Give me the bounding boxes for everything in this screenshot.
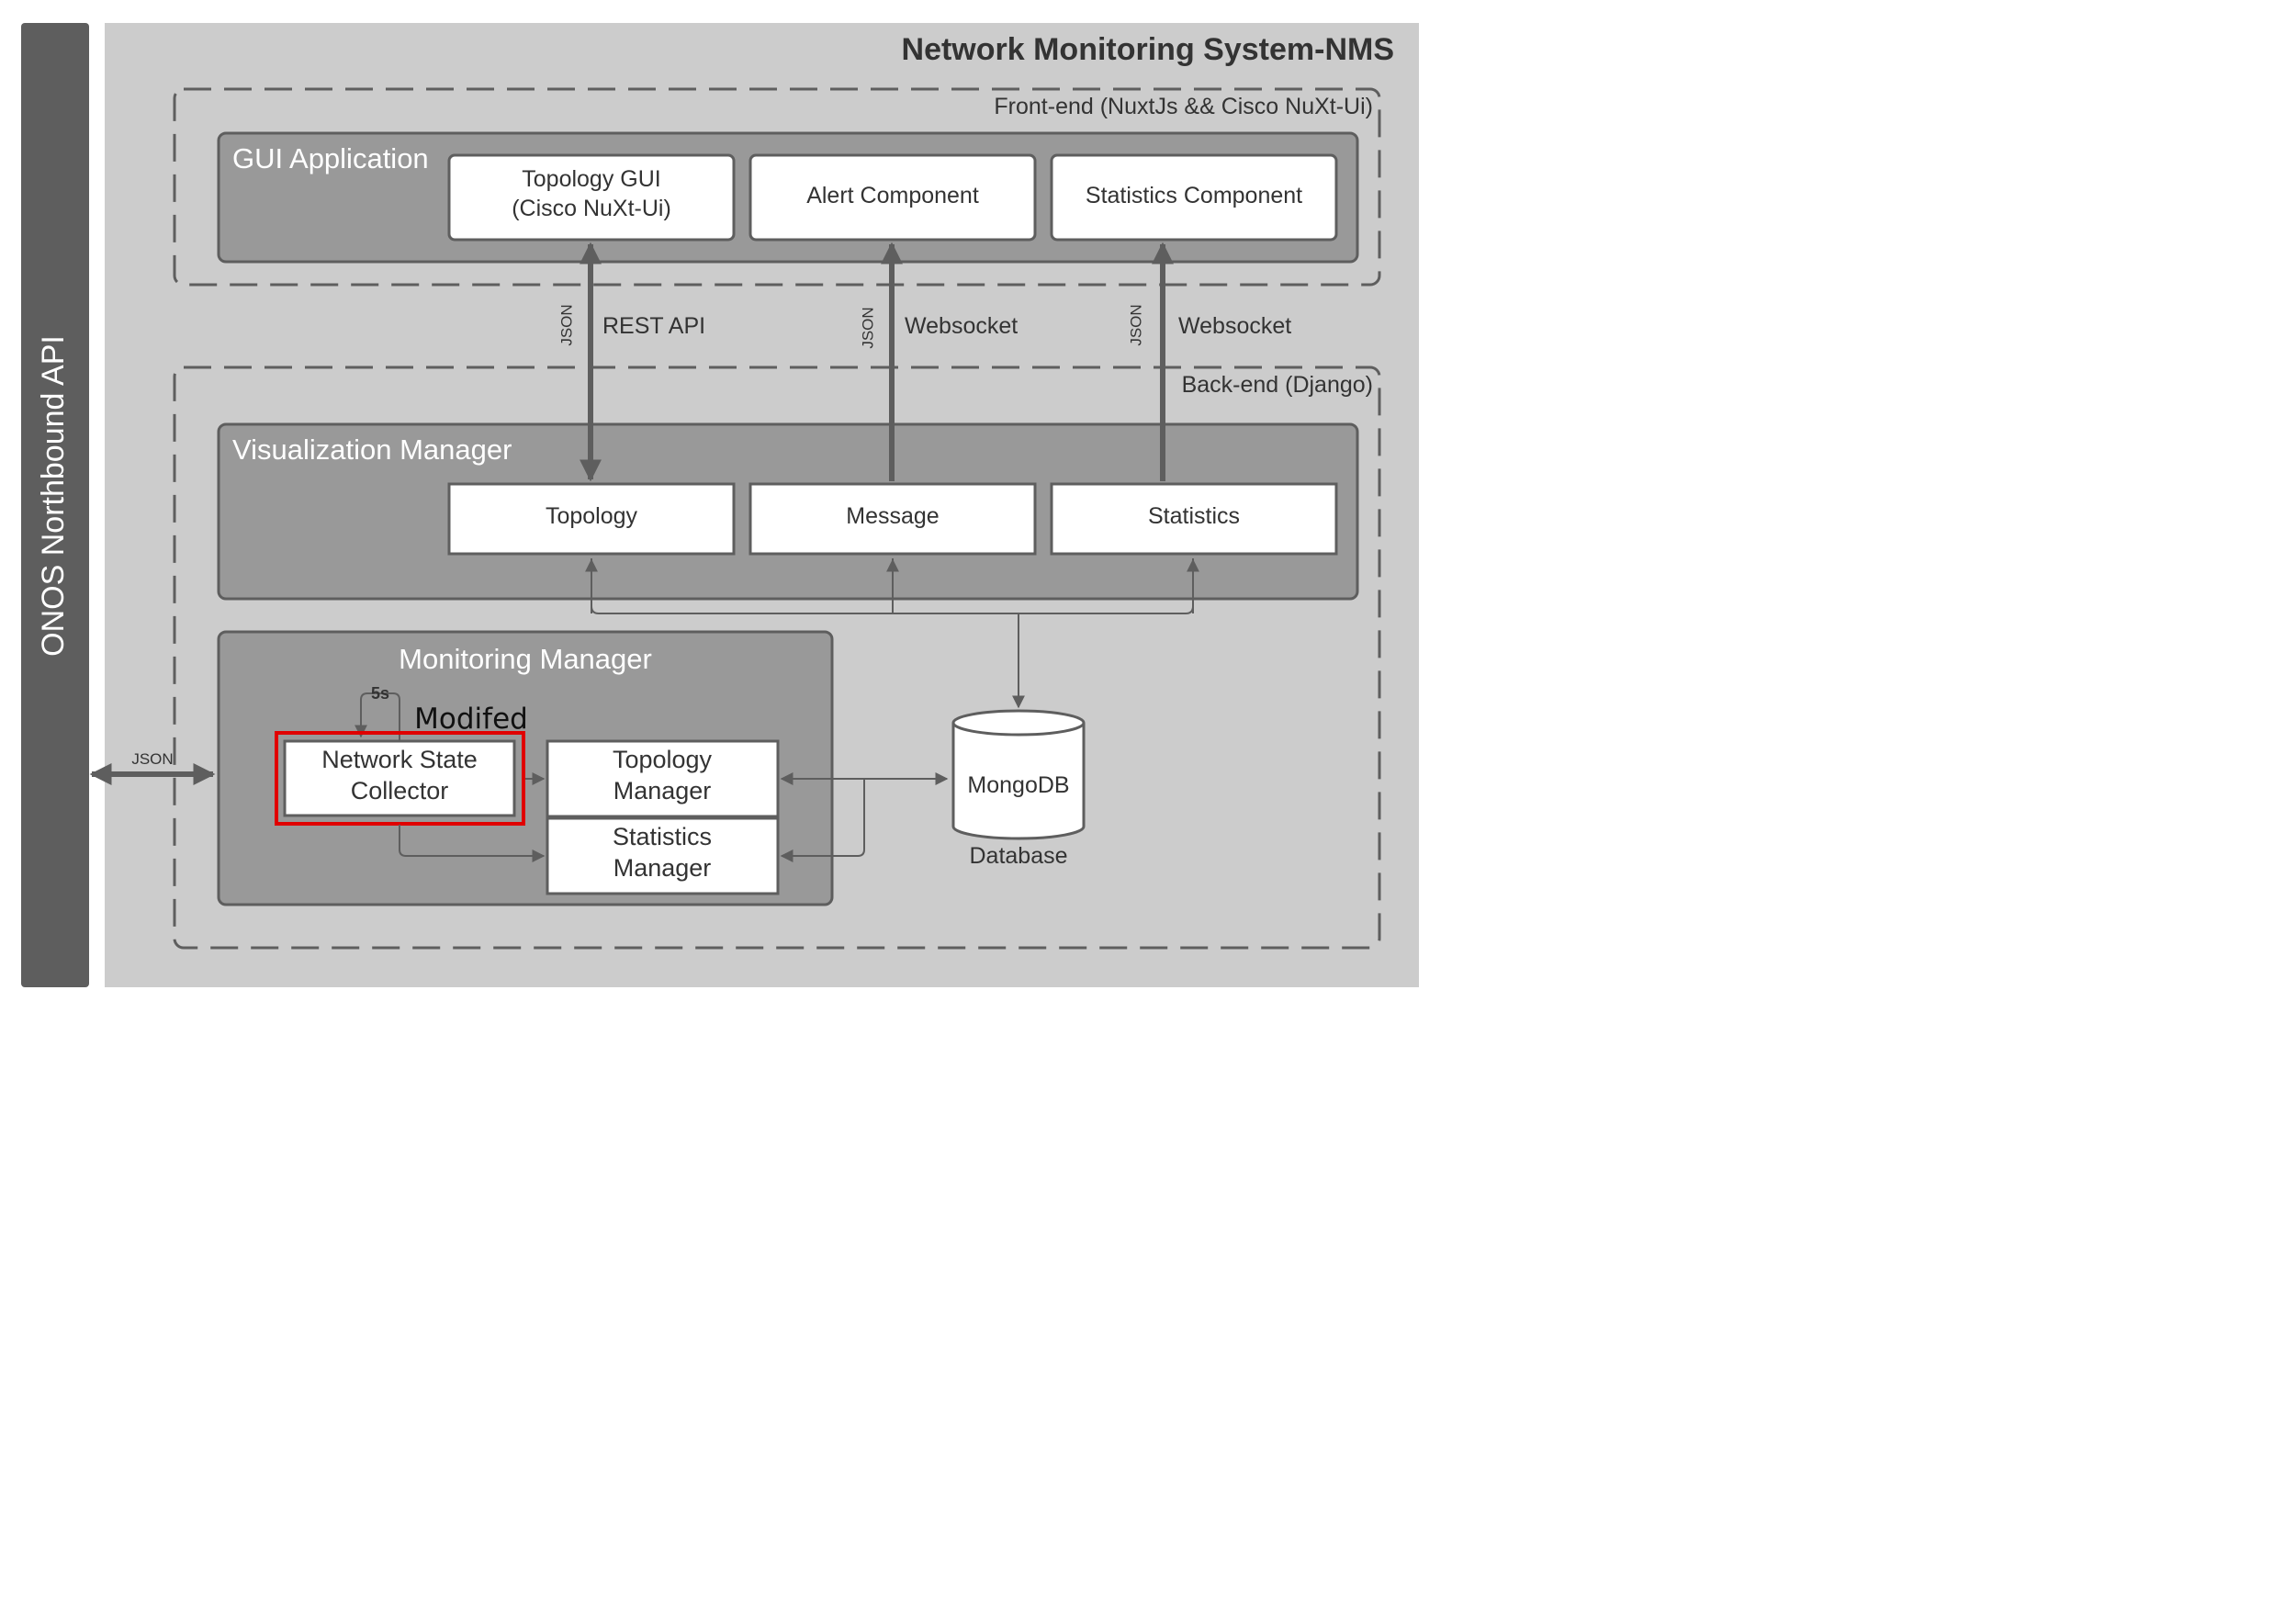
database-caption: Database [969, 843, 1067, 869]
modified-label: Modifed [414, 703, 528, 736]
collector-to-statistics-arrow [399, 825, 546, 862]
mongodb-cylinder-top [951, 709, 1086, 737]
topology-gui-box [447, 153, 736, 242]
frontend-label: Front-end (NuxtJs && Cisco NuXt-Ui) [994, 94, 1373, 119]
websocket-label-1: Websocket [905, 313, 1018, 339]
topology-manager-line1: Topology [613, 746, 713, 773]
visualization-manager-title: Visualization Manager [232, 433, 512, 466]
statistics-manager-line1: Statistics [613, 823, 712, 850]
statistics-manager-line2: Manager [613, 854, 712, 882]
onos-link-json-label: JSON [131, 750, 173, 768]
message-box [748, 482, 1037, 556]
backend-label: Back-end (Django) [1182, 372, 1373, 398]
topology-box [447, 482, 736, 556]
statistics-component-label: Statistics Component [1086, 183, 1302, 208]
onos-api-label: ONOS Northbound API [36, 335, 71, 657]
db-to-statistics-manager-arrow [780, 779, 865, 862]
websocket-label-2: Websocket [1178, 313, 1291, 339]
json-label-1: JSON [557, 304, 575, 345]
collector-line1: Network State [321, 746, 478, 773]
statistics-label: Statistics [1148, 503, 1240, 529]
monitoring-manager-title: Monitoring Manager [399, 643, 652, 675]
gui-application-title: GUI Application [232, 142, 429, 174]
loop-interval-label: 5s [371, 684, 389, 703]
statistics-manager-box [546, 816, 780, 895]
json-label-3: JSON [1127, 304, 1144, 345]
onos-api-bar [21, 23, 89, 987]
json-label-2: JSON [859, 307, 876, 348]
alert-component-label: Alert Component [806, 183, 979, 208]
alert-component-box [748, 153, 1037, 242]
topology-manager-box [546, 739, 780, 818]
topology-gui-line1: Topology GUI [522, 166, 660, 192]
architecture-diagram: ONOS Northbound API Network Monitoring S… [21, 23, 1419, 987]
topology-gui-line2: (Cisco NuXt-Ui) [512, 196, 671, 221]
modified-highlight-frame [275, 731, 525, 826]
mongodb-label: MongoDB [967, 772, 1069, 798]
collector-line2: Collector [351, 777, 449, 804]
topology-label: Topology [546, 503, 638, 529]
frontend-region [173, 87, 1381, 287]
statistics-component-box [1050, 153, 1338, 242]
topology-manager-line2: Manager [613, 777, 712, 804]
message-label: Message [846, 503, 939, 529]
network-state-collector-box [283, 739, 516, 817]
mongodb-cylinder-body [951, 723, 1086, 840]
backend-region [173, 366, 1381, 950]
rest-api-label: REST API [602, 313, 705, 339]
statistics-box [1050, 482, 1338, 556]
system-title: Network Monitoring System-NMS [902, 32, 1394, 67]
refresh-loop-arrow [355, 692, 400, 740]
